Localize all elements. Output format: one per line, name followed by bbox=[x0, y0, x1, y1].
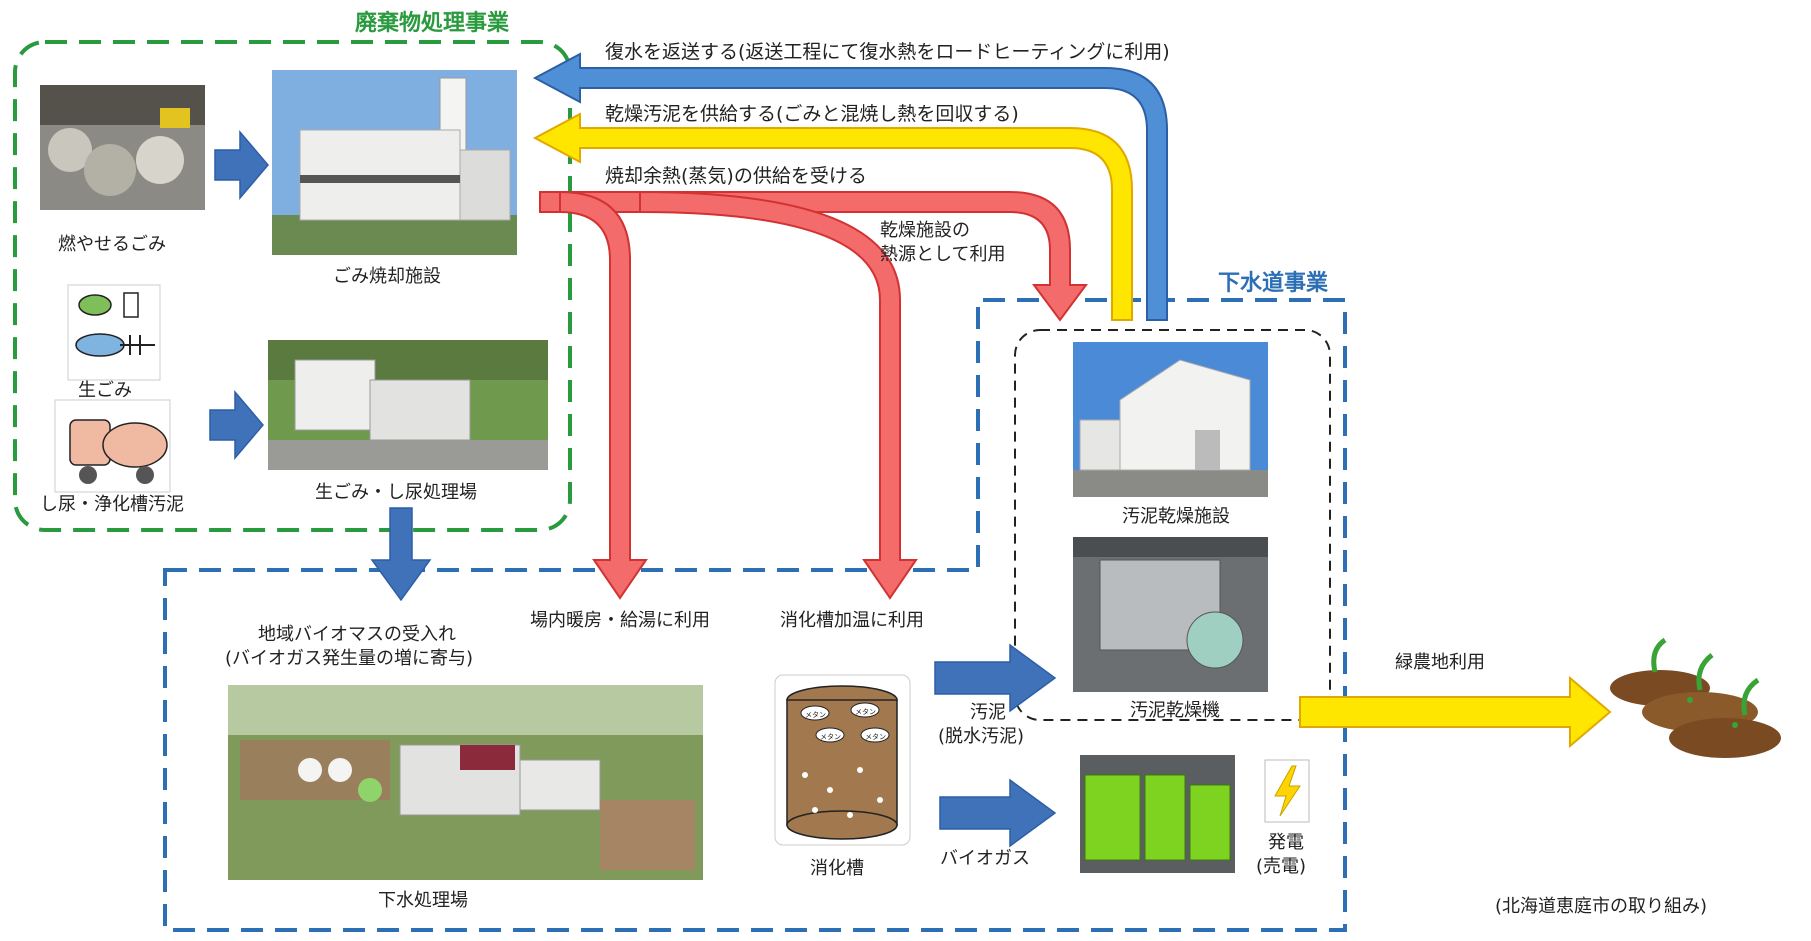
dryer-heat-label-1: 乾燥施設の bbox=[880, 220, 970, 241]
sewage-plant-label: 下水処理場 bbox=[378, 890, 468, 911]
sludge-label-1: 汚泥 bbox=[970, 702, 1006, 723]
biogas-label: バイオガス bbox=[940, 848, 1030, 869]
return-water-label: 復水を返送する(返送工程にて復水熱をロードヒーティングに利用) bbox=[605, 41, 1170, 63]
burnable-to-incinerator-arrow bbox=[214, 129, 269, 201]
farmland-icon bbox=[1610, 637, 1781, 758]
dryer-machine-photo bbox=[1073, 537, 1268, 692]
digester-icon: メタン メタン メタン メタン bbox=[774, 674, 911, 846]
sewer-group-border bbox=[163, 298, 1347, 932]
dryer-machine-label: 汚泥乾燥機 bbox=[1130, 700, 1220, 721]
credit-label: (北海道恵庭市の取り組み) bbox=[1495, 896, 1707, 917]
dry-sludge-label: 乾燥汚泥を供給する(ごみと混焼し熱を回収する) bbox=[605, 103, 1019, 125]
incinerator-label: ごみ焼却施設 bbox=[333, 266, 441, 287]
biomass-label-1: 地域バイオマスの受入れ bbox=[258, 624, 456, 645]
digester-heat-label: 消化槽加温に利用 bbox=[780, 610, 924, 631]
generator-photo bbox=[1080, 755, 1235, 873]
drying-facility-label: 汚泥乾燥施設 bbox=[1122, 506, 1230, 527]
food-waste-label: 生ごみ bbox=[78, 380, 132, 401]
power-label-1: 発電 bbox=[1268, 832, 1304, 853]
sludge-label-2: (脱水汚泥) bbox=[938, 726, 1024, 747]
dry-sludge-arrow bbox=[532, 112, 1133, 321]
sewage-plant-photo bbox=[228, 685, 703, 880]
dryer-group-border bbox=[1014, 329, 1331, 721]
waste-group-border bbox=[13, 40, 572, 532]
incinerator-photo bbox=[272, 70, 517, 255]
dryer-heat-label-2: 熱源として利用 bbox=[880, 244, 1005, 265]
treatment-to-sewage-arrow bbox=[370, 507, 432, 602]
sludge-arrow bbox=[934, 643, 1057, 713]
digester-heat-branch-arrow bbox=[639, 190, 918, 600]
biogas-arrow bbox=[939, 778, 1057, 848]
food-to-treatment-arrow bbox=[209, 389, 264, 461]
waste-group-title: 廃棄物処理事業 bbox=[355, 10, 510, 36]
digester-badge-1: メタン bbox=[805, 710, 826, 719]
power-label-2: (売電) bbox=[1256, 856, 1306, 877]
return-water-arrow bbox=[532, 52, 1168, 321]
digester-badge-3: メタン bbox=[820, 732, 841, 741]
night-soil-label: し尿・浄化槽汚泥 bbox=[40, 494, 184, 515]
treatment-plant-label: 生ごみ・し尿処理場 bbox=[315, 482, 477, 503]
sewer-group-title: 下水道事業 bbox=[1218, 270, 1329, 296]
drying-facility-photo bbox=[1073, 342, 1268, 497]
heating-branch-arrow bbox=[559, 190, 648, 600]
digester-badge-4: メタン bbox=[865, 732, 886, 741]
biomass-label-2: (バイオガス発生量の増に寄与) bbox=[225, 648, 473, 669]
waste-heat-label: 焼却余熱(蒸気)の供給を受ける bbox=[605, 165, 867, 187]
lightning-icon bbox=[1264, 759, 1310, 823]
treatment-plant-photo bbox=[268, 340, 548, 470]
green-use-label: 緑農地利用 bbox=[1395, 652, 1485, 673]
burnable-waste-label: 燃やせるごみ bbox=[58, 234, 166, 255]
green-use-arrow bbox=[1299, 675, 1612, 749]
night-soil-truck-icon bbox=[54, 399, 171, 493]
heating-label: 場内暖房・給湯に利用 bbox=[530, 610, 710, 631]
burnable-waste-photo bbox=[40, 85, 205, 210]
food-waste-icon bbox=[67, 284, 161, 381]
digester-badge-2: メタン bbox=[855, 707, 876, 716]
digester-label: 消化槽 bbox=[810, 858, 864, 879]
